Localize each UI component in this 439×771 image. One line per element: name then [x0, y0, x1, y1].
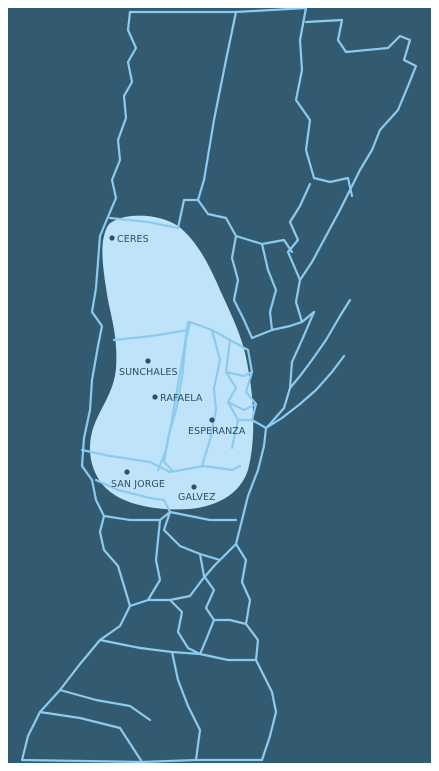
city-marker: [109, 235, 115, 241]
province-map: CERES SUNCHALES RAFAELA ESPERANZA SAN JO…: [8, 8, 431, 763]
city-marker: [209, 417, 215, 423]
city-label: SAN JORGE: [111, 479, 165, 490]
city-label: RAFAELA: [160, 393, 203, 404]
city-esperanza[interactable]: ESPERANZA: [188, 417, 246, 437]
city-marker: [145, 358, 151, 364]
city-marker: [152, 394, 158, 400]
city-sunchales[interactable]: SUNCHALES: [119, 358, 178, 378]
city-label: SUNCHALES: [119, 367, 178, 378]
map-frame: CERES SUNCHALES RAFAELA ESPERANZA SAN JO…: [8, 8, 431, 763]
city-san-jorge[interactable]: SAN JORGE: [111, 469, 165, 490]
highlighted-region: [89, 215, 254, 510]
district-borders: [20, 8, 418, 763]
city-markers: CERES SUNCHALES RAFAELA ESPERANZA SAN JO…: [109, 234, 246, 503]
city-label: GALVEZ: [178, 492, 216, 503]
city-rafaela[interactable]: RAFAELA: [152, 393, 203, 404]
city-marker: [191, 484, 197, 490]
city-label: CERES: [117, 234, 149, 245]
city-ceres[interactable]: CERES: [109, 234, 149, 245]
city-label: ESPERANZA: [188, 426, 246, 437]
city-galvez[interactable]: GALVEZ: [178, 484, 216, 503]
city-marker: [124, 469, 130, 475]
